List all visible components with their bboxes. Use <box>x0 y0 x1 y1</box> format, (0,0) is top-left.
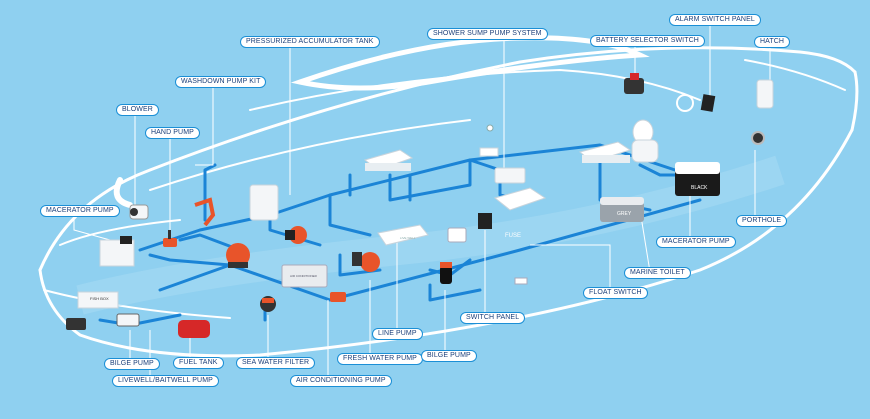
label-pressurized-accumulator-tank[interactable]: PRESSURIZED ACCUMULATOR TANK <box>240 36 380 48</box>
component-black-tank <box>675 162 720 196</box>
label-sea-water-filter[interactable]: SEA WATER FILTER <box>236 357 316 369</box>
component-fish-box <box>77 291 119 309</box>
component-shower-sump-box <box>479 124 526 184</box>
label-alarm-switch-panel[interactable]: ALARM SWITCH PANEL <box>669 14 761 26</box>
component-sink-2 <box>578 141 632 163</box>
component-livewell-pump <box>116 313 140 327</box>
component-switch-panel <box>447 213 492 243</box>
component-live-well <box>377 224 429 246</box>
component-washdown-nozzle <box>194 197 216 227</box>
label-fresh-water-pump[interactable]: FRESH WATER PUMP <box>337 353 423 365</box>
live-well-label: LIVE WELL <box>400 236 416 240</box>
grey-tank-label: GREY <box>617 211 632 217</box>
label-marine-toilet[interactable]: MARINE TOILET <box>624 267 691 279</box>
component-fresh-water-pump <box>352 252 380 272</box>
label-hatch[interactable]: HATCH <box>754 36 791 48</box>
component-accumulator-tank <box>249 184 279 221</box>
component-bilge-pump-left <box>66 318 86 330</box>
label-macerator-pump-right[interactable]: MACERATOR PUMP <box>656 236 736 248</box>
label-fuel-tank[interactable]: FUEL TANK <box>173 357 224 369</box>
component-sea-water-filter <box>260 296 276 312</box>
boat-hull-outline <box>38 35 859 358</box>
label-air-conditioning-pump[interactable]: AIR CONDITIONING PUMP <box>290 375 392 387</box>
component-alarm-panel <box>676 94 716 112</box>
label-battery-selector-switch[interactable]: BATTERY SELECTOR SWITCH <box>590 35 705 47</box>
label-porthole[interactable]: PORTHOLE <box>736 215 788 227</box>
label-shower-sump-pump-system[interactable]: SHOWER SUMP PUMP SYSTEM <box>427 28 548 40</box>
label-hand-pump[interactable]: HAND PUMP <box>145 127 200 139</box>
hull-shading <box>76 155 785 315</box>
component-air-conditioner <box>281 264 328 288</box>
component-pump-top <box>285 226 307 244</box>
component-fuel-tank <box>178 320 210 338</box>
fuse-label: FUSE <box>505 233 522 239</box>
label-washdown-pump-kit[interactable]: WASHDOWN PUMP KIT <box>175 76 267 88</box>
label-switch-panel[interactable]: SWITCH PANEL <box>460 312 526 324</box>
label-float-switch[interactable]: FLOAT SWITCH <box>583 287 648 299</box>
component-bilge-pump-center <box>440 262 452 284</box>
label-blower[interactable]: BLOWER <box>116 104 159 116</box>
component-blower <box>129 204 149 220</box>
component-battery-selector <box>624 73 644 94</box>
component-hatch <box>756 79 774 109</box>
component-hand-pump <box>163 230 177 247</box>
component-ac-pump <box>330 292 346 302</box>
component-macerator-left <box>99 236 135 267</box>
label-bilge-pump-center[interactable]: BILGE PUMP <box>421 350 477 362</box>
fish-box-label: FISH BOX <box>90 296 109 301</box>
component-marine-toilet <box>631 119 659 163</box>
label-macerator-pump-left[interactable]: MACERATOR PUMP <box>40 205 120 217</box>
label-bilge-pump-left[interactable]: BILGE PUMP <box>104 358 160 370</box>
component-porthole <box>751 131 765 145</box>
black-tank-label: BLACK <box>691 185 708 191</box>
air-conditioner-label: AIR CONDITIONER <box>290 274 317 278</box>
component-grey-tank <box>600 197 644 222</box>
component-sink-1 <box>363 149 414 171</box>
component-shower-tray <box>493 187 547 211</box>
component-washdown-pump <box>226 243 250 268</box>
component-float-switch <box>514 277 528 285</box>
label-line-pump[interactable]: LINE PUMP <box>372 328 423 340</box>
label-livewell-baitwell-pump[interactable]: LIVEWELL/BAITWELL PUMP <box>112 375 219 387</box>
